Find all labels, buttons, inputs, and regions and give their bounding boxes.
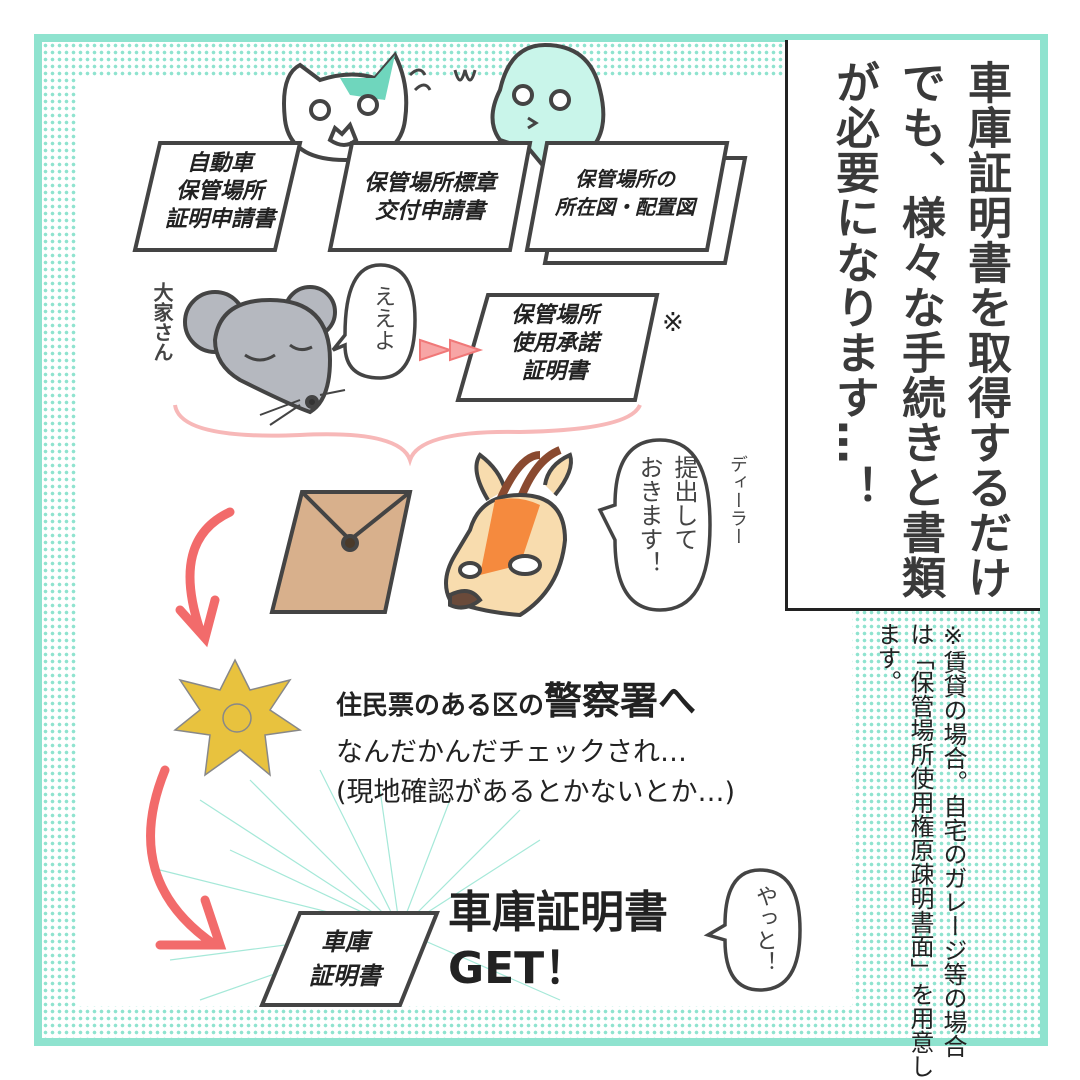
police-badge-icon: [173, 658, 303, 777]
headline-text: 車庫証明書を取得するだけでも、様々な手続きと書類が必要になります…！: [828, 60, 1011, 600]
result-speech: やっと！: [752, 885, 777, 973]
document-2-line: 交付申請書: [374, 199, 485, 224]
document-3-label: 保管場所の 所在図・配置図: [535, 165, 715, 221]
certificate-label: 車庫 証明書: [290, 925, 400, 993]
document-4: [455, 293, 660, 402]
document-2: [327, 141, 533, 252]
document-1: [132, 141, 303, 252]
landlord-speech: ええよ: [370, 285, 395, 351]
document-3: [524, 141, 730, 252]
note-mark: ※: [662, 308, 684, 338]
bird-character: [490, 42, 606, 172]
dealer-label: ディーラー: [727, 455, 748, 545]
document-3-line: 保管場所の: [575, 167, 675, 191]
landlord-label: 大家さん: [150, 282, 174, 362]
document-4-line: 保管場所: [510, 303, 599, 328]
police-heading: 住民票のある区の警察署へ: [336, 670, 696, 725]
document-2-line: 保管場所標章: [363, 171, 496, 196]
red-arrow-icon-2: [146, 765, 227, 950]
document-4-label: 保管場所 使用承諾 証明書: [480, 302, 630, 386]
cat-character: [282, 51, 477, 163]
headline-box: 車庫証明書を取得するだけでも、様々な手続きと書類が必要になります…！: [785, 40, 1040, 611]
speech-bubble-landlord: [331, 263, 417, 380]
brace-curve: [173, 404, 642, 467]
police-line-2: なんだかんだチェックされ…: [336, 737, 687, 768]
speech-bubble-dealer: [597, 438, 712, 612]
dealer-speech-line: おきます！: [635, 455, 663, 575]
document-2-label: 保管場所標章 交付申請書: [345, 170, 515, 226]
document-4-line: 証明書: [521, 359, 588, 384]
certificate-line: 車庫: [321, 928, 369, 956]
certificate-line: 証明書: [309, 962, 381, 990]
document-1-line: 証明申請書: [164, 207, 275, 232]
police-heading-emphasis: 警察署へ: [544, 679, 697, 723]
speech-bubble-result: [703, 868, 802, 992]
document-1-line: 自動車: [186, 151, 253, 176]
result-get: GET！: [448, 943, 589, 994]
result-title: 車庫証明書: [448, 887, 668, 938]
dealer-speech-line: 提出して: [670, 455, 698, 551]
dealer-speech: 提出して おきます！: [632, 455, 702, 575]
document-4-line: 使用承諾: [510, 331, 599, 356]
pink-arrow-icon: [419, 338, 484, 362]
envelope-icon: [269, 490, 413, 614]
document-1-label: 自動車 保管場所 証明申請書: [150, 150, 290, 234]
gazelle-dealer: [444, 446, 573, 618]
certificate-document: [259, 911, 440, 1007]
police-heading-lead: 住民票のある区の: [336, 691, 545, 721]
police-line-3: (現地確認があるとかないとか…): [336, 777, 736, 808]
document-3-line: 所在図・配置図: [555, 195, 695, 219]
red-arrow-icon: [175, 507, 235, 648]
mouse-landlord: [183, 285, 346, 426]
document-1-line: 保管場所: [175, 179, 264, 204]
footnote-text: ※賃貸の場合。自宅のガレージ等の場合は「保管場所使用権原疎明書面」を用意します。: [873, 622, 967, 1078]
